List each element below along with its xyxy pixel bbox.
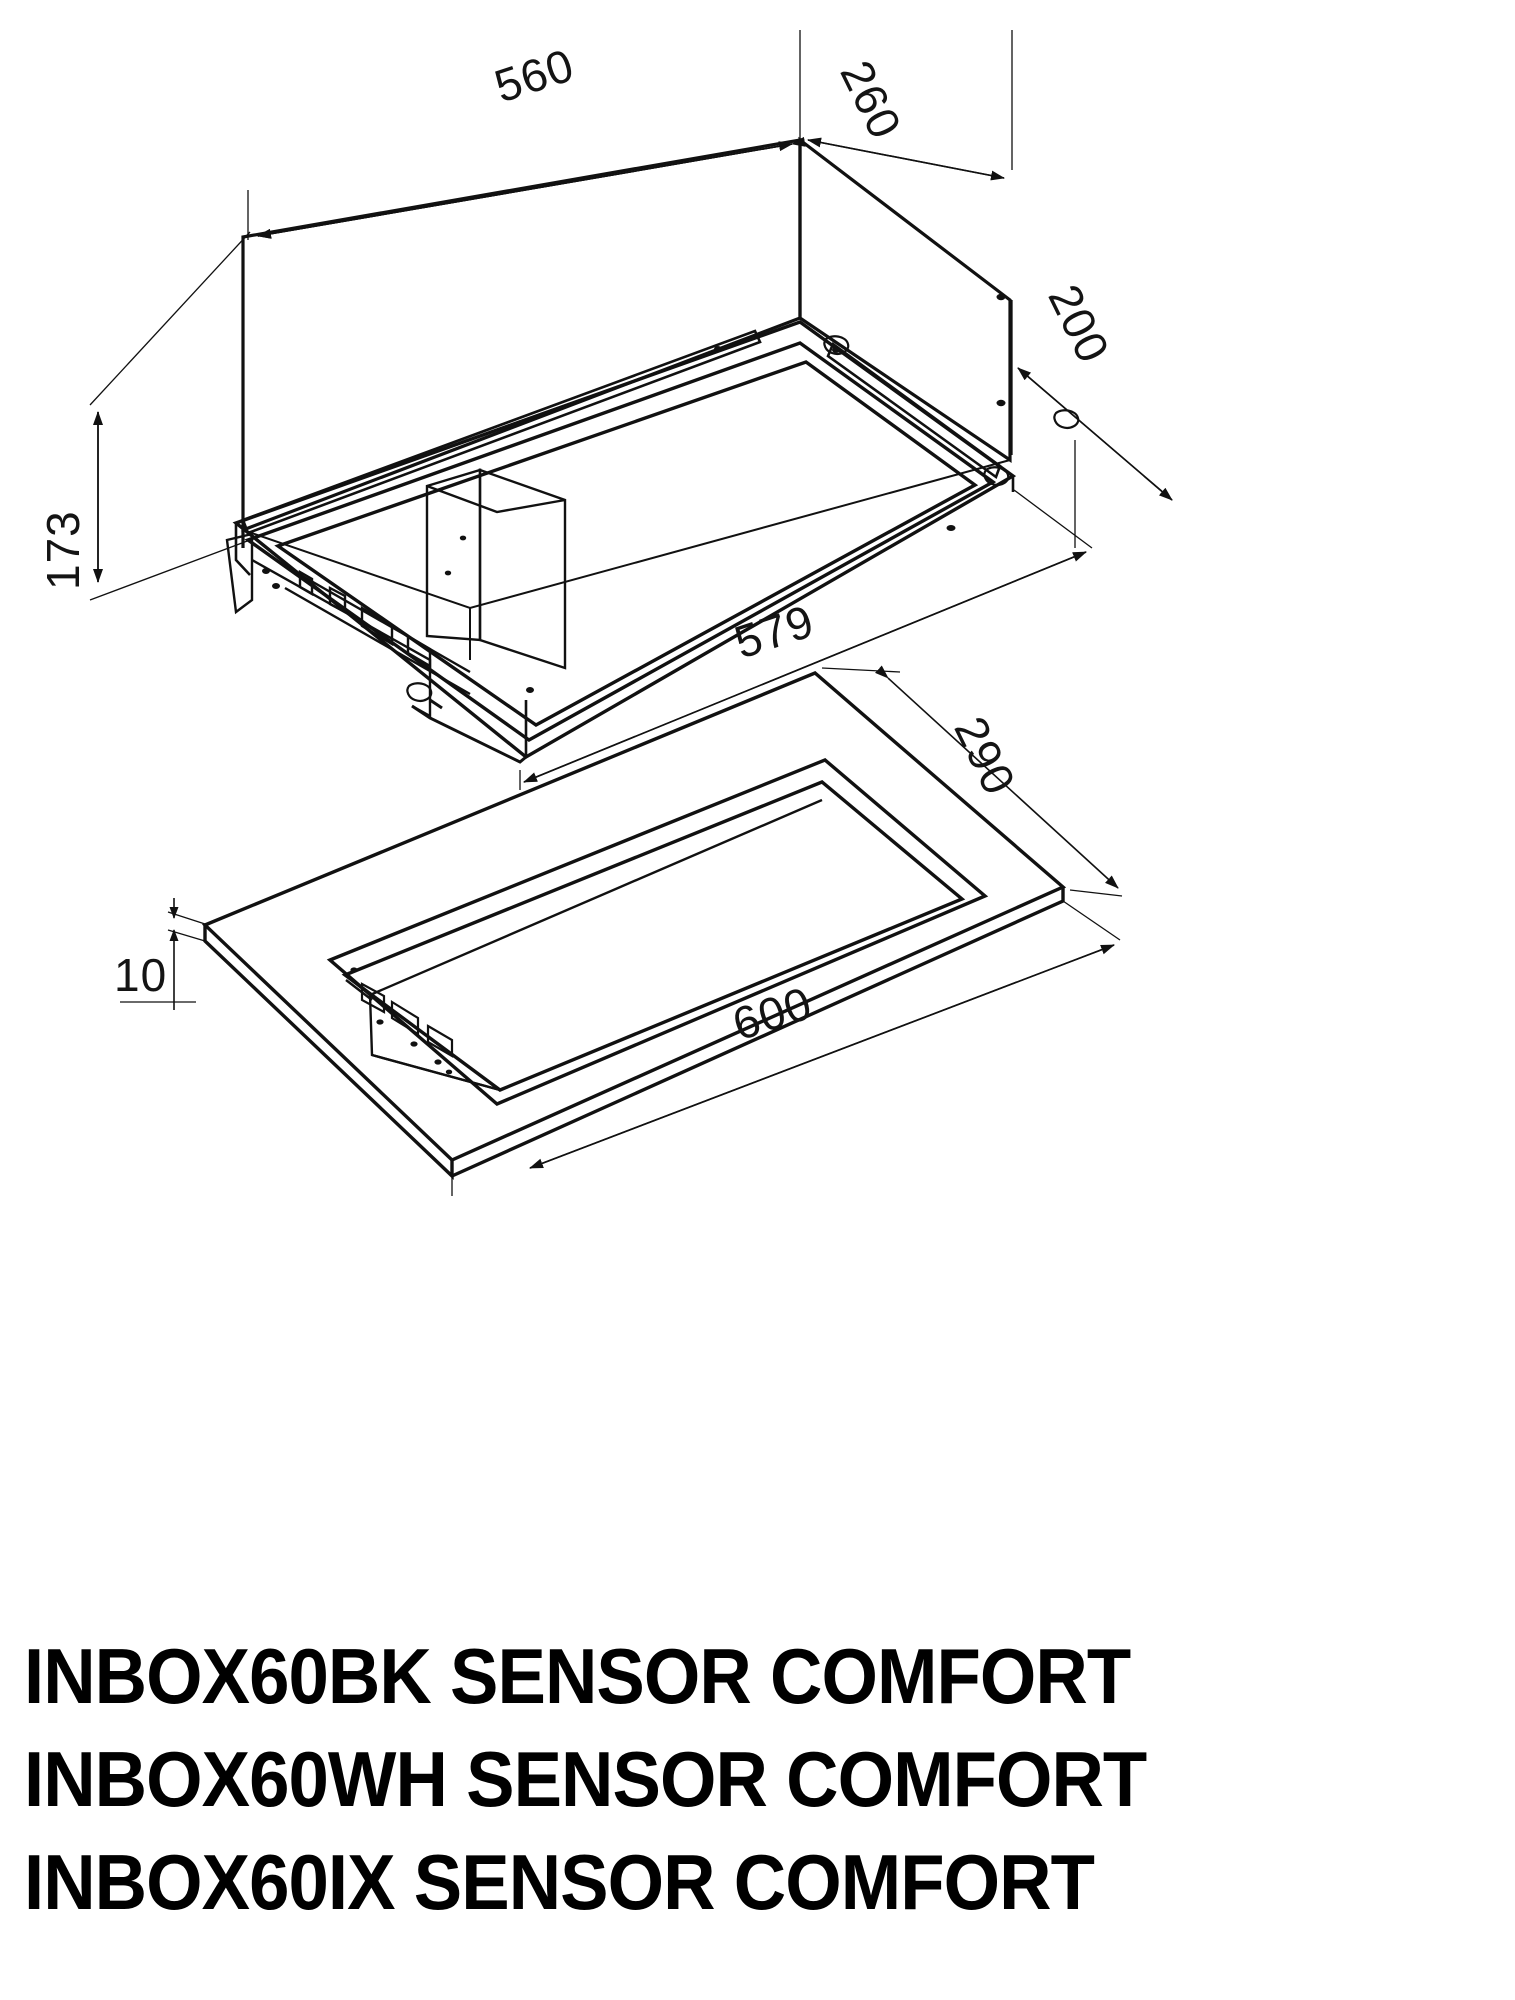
model-title-bk: INBOX60BK SENSOR COMFORT [24,1632,1131,1720]
left-bracket [225,532,471,719]
model-title-wh: INBOX60WH SENSOR COMFORT [24,1735,1147,1823]
control-slots [360,982,454,1058]
inner-cavity [242,459,1011,660]
panel-recess [344,798,823,1092]
upper-assembly-bottom [411,698,527,764]
duct-box [425,468,567,670]
dimension-label-10: 10 [114,949,168,1001]
mounting-clips [406,335,1080,702]
front-panel [201,671,1067,1180]
dimension-lines [89,30,1173,1196]
dimension-label-173: 173 [37,510,89,590]
hood-body-upper [241,136,1012,548]
screw-holes [262,293,1006,693]
panel-indicator-dots [350,967,453,1075]
model-title-block: INBOX60BK SENSOR COMFORT INBOX60WH SENSO… [24,1625,1494,1934]
model-title-ix: INBOX60IX SENSOR COMFORT [24,1838,1095,1926]
mounting-frame [232,320,1017,760]
